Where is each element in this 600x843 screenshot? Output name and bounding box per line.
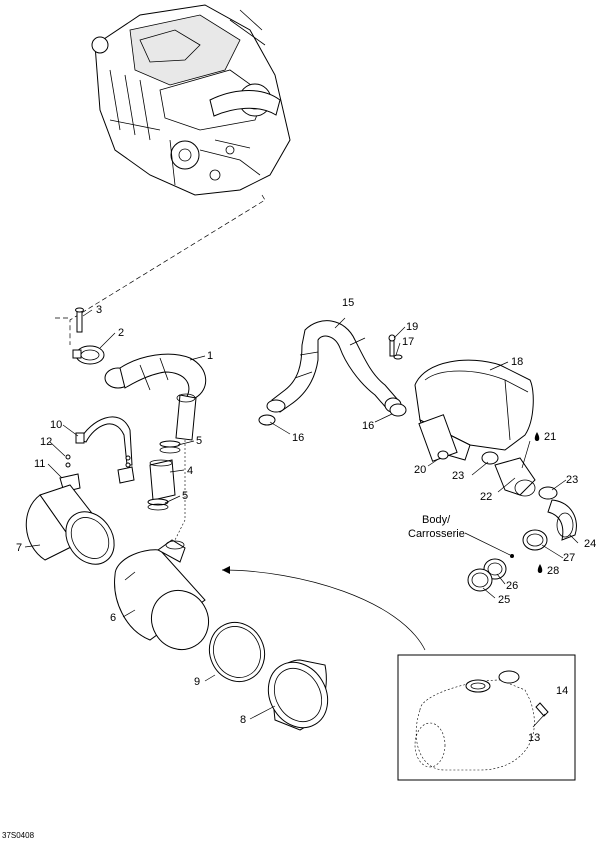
part-23-clamp-upper <box>481 451 499 465</box>
engine-link-dashed-line <box>55 194 266 345</box>
arrow-head-icon <box>222 566 230 574</box>
callout-19: 19 <box>406 321 418 333</box>
part-5-hose-lower <box>147 498 169 511</box>
part-24-outlet-elbow <box>547 499 577 541</box>
drop-icon-28 <box>537 564 543 573</box>
part-9-gasket-ring <box>208 622 266 682</box>
pipe-to-muffler-dashed-line <box>174 440 186 541</box>
part-22-elbow <box>494 457 536 497</box>
callout-9: 9 <box>194 676 200 688</box>
callout-16-right: 16 <box>362 420 374 432</box>
body-label-line2: Carrosserie <box>408 528 465 540</box>
callout-22: 22 <box>480 491 492 503</box>
callout-2: 2 <box>118 327 124 339</box>
part-1-exhaust-pipe <box>104 353 207 441</box>
callout-4: 4 <box>187 465 193 477</box>
callout-16-left: 16 <box>292 432 304 444</box>
part-6-muffler-body <box>114 539 210 651</box>
leader-lines <box>24 309 579 728</box>
callout-24: 24 <box>584 538 596 550</box>
callout-21: 21 <box>544 431 556 443</box>
part-15-exhaust-pipe <box>266 320 402 413</box>
part-2-clamp <box>72 345 105 365</box>
callout-18: 18 <box>511 356 523 368</box>
callout-3: 3 <box>96 304 102 316</box>
part-23-clamp-lower <box>538 486 558 500</box>
engine-assembly <box>91 4 291 196</box>
inset-arrow <box>221 569 426 651</box>
inset-detail-box <box>397 654 576 781</box>
callout-5-upper: 5 <box>196 435 202 447</box>
callout-15: 15 <box>342 297 354 309</box>
callout-6: 6 <box>110 612 116 624</box>
callout-27: 27 <box>563 552 575 564</box>
part-8-end-cap <box>267 659 329 731</box>
part-7-muffler-shell <box>25 484 115 565</box>
body-label-line1: Body/ <box>422 514 451 526</box>
part-19-bolt <box>388 334 396 357</box>
callout-5-lower: 5 <box>182 490 188 502</box>
part-17-washer <box>393 354 403 360</box>
part-4-coupler <box>149 459 176 501</box>
callout-10: 10 <box>50 419 62 431</box>
part-5-hose-upper <box>159 440 181 454</box>
part-10-bracket <box>75 416 133 466</box>
figure-id: 37S0408 <box>2 831 35 840</box>
callout-20: 20 <box>414 464 426 476</box>
drop-icon-21 <box>534 432 540 441</box>
part-20-fitting <box>418 414 458 462</box>
callout-28: 28 <box>547 565 559 577</box>
callout-26: 26 <box>506 580 518 592</box>
callout-8: 8 <box>240 714 246 726</box>
callout-1: 1 <box>207 350 213 362</box>
callout-13: 13 <box>528 732 540 744</box>
part-27-gasket <box>522 529 548 551</box>
callout-23-upper: 23 <box>452 470 464 482</box>
callout-14: 14 <box>556 685 568 697</box>
callout-17: 17 <box>402 336 414 348</box>
callout-7: 7 <box>16 542 22 554</box>
body-reference-dot <box>510 554 514 558</box>
callout-23-lower: 23 <box>566 474 578 486</box>
callout-25: 25 <box>498 594 510 606</box>
callout-11: 11 <box>34 458 45 470</box>
callout-12: 12 <box>40 436 52 448</box>
part-16-clamp-right <box>389 403 407 417</box>
part-25-ring <box>467 568 493 592</box>
part-3-bolt <box>75 307 84 333</box>
part-12-screw <box>65 454 131 468</box>
